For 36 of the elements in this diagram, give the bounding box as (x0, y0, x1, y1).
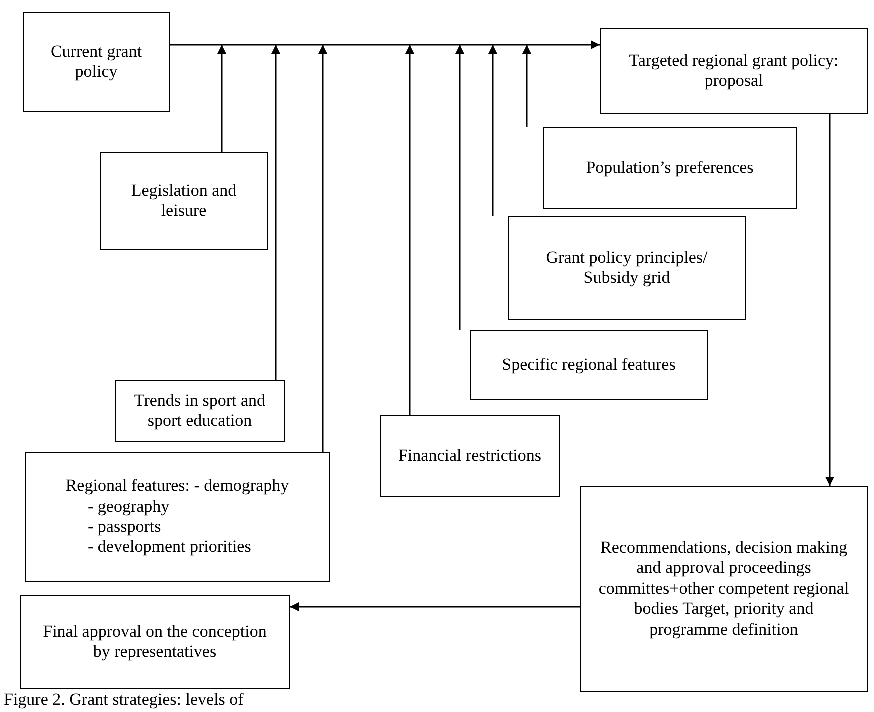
list-item: - geography (88, 496, 170, 517)
list-item: - development priorities (88, 537, 252, 558)
arrow (218, 45, 226, 152)
arrow (522, 45, 532, 127)
arrow (406, 45, 414, 415)
box-label: Financial restrictions (398, 446, 542, 466)
process-box (25, 452, 330, 582)
arrow (272, 45, 280, 380)
box-label: Recommendations, decision making and approval proceedings committes+other competent regional bodies Target, priority and programme definition (598, 538, 850, 640)
process-box (23, 12, 170, 112)
process-box (580, 486, 868, 692)
arrow (456, 45, 464, 330)
process-box (508, 216, 746, 320)
process-box (115, 380, 285, 442)
arrow (488, 45, 498, 216)
box-label: Specific regional features (502, 354, 676, 376)
box-label: Current grant policy (50, 42, 144, 82)
box-label: Grant policy principles/ Subsidy grid (545, 248, 709, 288)
process-box (20, 595, 290, 689)
arrow (170, 40, 600, 50)
box-label: Trends in sport and sport education (133, 390, 267, 432)
process-box (600, 28, 868, 114)
process-box (380, 415, 560, 497)
process-box (100, 152, 268, 250)
box-label: Legislation and leisure (130, 180, 238, 222)
box-label: Population’s preferences (586, 158, 754, 178)
box-heading: Regional features: - demography (66, 476, 290, 497)
figure-caption: Figure 2. Grant strategies: levels of (4, 690, 244, 710)
process-box (470, 330, 708, 400)
box-label: Targeted regional grant policy: proposal (628, 50, 840, 92)
box-label: Final approval on the conception by representatives (42, 622, 268, 662)
list-item: - passports (88, 517, 162, 538)
arrow (290, 602, 580, 612)
arrow (826, 114, 834, 486)
process-box (543, 127, 797, 209)
arrow (318, 45, 328, 452)
